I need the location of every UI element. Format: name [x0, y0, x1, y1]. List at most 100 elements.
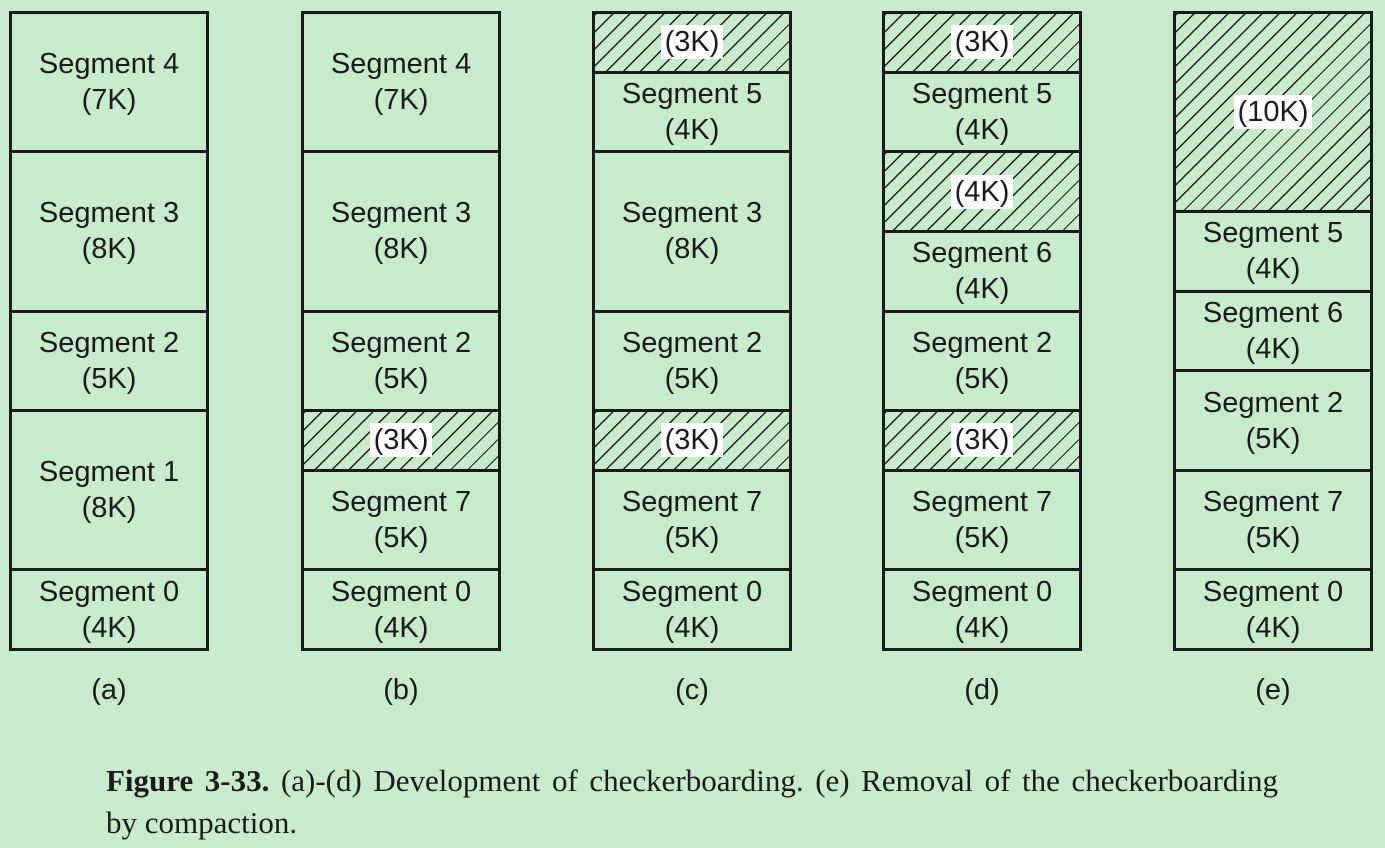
- segment-name: Segment 0: [1202, 575, 1344, 608]
- memory-column-a: Segment 4(7K)Segment 3(8K)Segment 2(5K)S…: [9, 11, 209, 651]
- segment-name: Segment 4: [330, 48, 472, 81]
- segment-block: Segment 5(4K): [885, 74, 1079, 154]
- hole-size-label: (3K): [950, 423, 1014, 458]
- segment-size: (7K): [373, 84, 429, 117]
- segment-block: Segment 3(8K): [12, 153, 206, 313]
- segment-size: (5K): [954, 522, 1010, 555]
- segment-name: Segment 0: [911, 575, 1053, 608]
- segment-size: (5K): [664, 362, 720, 395]
- segment-block: Segment 5(4K): [1176, 213, 1370, 293]
- segment-size: (8K): [81, 233, 137, 266]
- segment-name: Segment 2: [38, 326, 180, 359]
- segment-block: Segment 3(8K): [304, 153, 498, 313]
- segment-size: (4K): [1245, 333, 1301, 365]
- segment-name: Segment 6: [1202, 297, 1344, 329]
- segment-size: (4K): [954, 114, 1010, 147]
- segment-name: Segment 7: [330, 486, 472, 519]
- panel-label-a: (a): [91, 674, 127, 706]
- segment-size: (4K): [664, 114, 720, 147]
- segment-block: Segment 7(5K): [595, 472, 789, 572]
- memory-column-d: (3K)Segment 5(4K)(4K)Segment 6(4K)Segmen…: [882, 11, 1082, 651]
- segment-name: Segment 2: [1202, 386, 1344, 419]
- panel-label-d: (d): [964, 674, 1000, 706]
- segment-name: Segment 2: [911, 326, 1053, 359]
- segment-name: Segment 0: [621, 575, 763, 608]
- segment-name: Segment 5: [621, 78, 763, 111]
- hole-size-label: (3K): [369, 423, 433, 458]
- segment-block: Segment 5(4K): [595, 74, 789, 154]
- segment-block: Segment 3(8K): [595, 153, 789, 313]
- segment-name: Segment 7: [911, 486, 1053, 519]
- segment-size: (4K): [664, 611, 720, 644]
- segment-size: (8K): [81, 492, 137, 525]
- segment-block: Segment 2(5K): [304, 313, 498, 413]
- hole-size-label: (10K): [1233, 95, 1313, 130]
- free-hole: (3K): [885, 412, 1079, 472]
- segment-block: Segment 4(7K): [304, 14, 498, 154]
- hole-size-label: (3K): [660, 25, 724, 60]
- segment-size: (8K): [664, 233, 720, 266]
- memory-column-e: (10K)Segment 5(4K)Segment 6(4K)Segment 2…: [1173, 11, 1373, 651]
- segment-size: (5K): [1245, 422, 1301, 455]
- free-hole: (4K): [885, 153, 1079, 233]
- figure-number: Figure 3-33.: [106, 763, 270, 798]
- segment-block: Segment 7(5K): [304, 472, 498, 572]
- free-hole: (3K): [304, 412, 498, 472]
- segment-name: Segment 5: [911, 78, 1053, 111]
- segment-name: Segment 7: [621, 486, 763, 519]
- free-hole: (3K): [595, 14, 789, 74]
- segment-name: Segment 3: [38, 197, 180, 230]
- segment-block: Segment 2(5K): [885, 313, 1079, 413]
- segment-block: Segment 2(5K): [595, 313, 789, 413]
- segment-block: Segment 0(4K): [595, 571, 789, 651]
- segment-size: (5K): [373, 522, 429, 555]
- segment-block: Segment 6(4K): [885, 233, 1079, 313]
- segment-size: (4K): [1245, 253, 1301, 286]
- memory-column-b: Segment 4(7K)Segment 3(8K)Segment 2(5K)(…: [301, 11, 501, 651]
- segment-size: (5K): [664, 522, 720, 555]
- segment-name: Segment 1: [38, 456, 180, 489]
- segment-block: Segment 0(4K): [304, 571, 498, 651]
- segment-size: (5K): [373, 362, 429, 395]
- hole-size-label: (3K): [950, 25, 1014, 60]
- segment-size: (4K): [1245, 611, 1301, 644]
- hole-size-label: (4K): [950, 174, 1014, 209]
- segment-block: Segment 4(7K): [12, 14, 206, 154]
- segment-block: Segment 6 (4K): [1176, 293, 1370, 373]
- segment-name: Segment 4: [38, 48, 180, 81]
- panel-label-e: (e): [1255, 674, 1291, 706]
- segment-size: (4K): [373, 611, 429, 644]
- hole-size-label: (3K): [660, 423, 724, 458]
- segment-name: Segment 0: [330, 575, 472, 608]
- segment-name: Segment 7: [1202, 486, 1344, 519]
- figure-caption: Figure 3-33. (a)-(d) Development of chec…: [106, 760, 1278, 844]
- segment-size: (4K): [81, 611, 137, 644]
- segment-block: Segment 2(5K): [1176, 372, 1370, 472]
- segment-name: Segment 2: [330, 326, 472, 359]
- segment-size: (4K): [954, 273, 1010, 306]
- segment-size: (8K): [373, 233, 429, 266]
- segment-name: Segment 0: [38, 575, 180, 608]
- segment-block: Segment 0(4K): [1176, 571, 1370, 651]
- segment-block: Segment 2(5K): [12, 313, 206, 413]
- segment-size: (5K): [81, 362, 137, 395]
- segment-block: Segment 1(8K): [12, 412, 206, 572]
- segment-size: (7K): [81, 84, 137, 117]
- segment-size: (5K): [954, 362, 1010, 395]
- segment-name: Segment 5: [1202, 217, 1344, 250]
- segment-size: (5K): [1245, 522, 1301, 555]
- free-hole: (10K): [1176, 14, 1370, 214]
- panel-label-c: (c): [675, 674, 709, 706]
- segment-block: Segment 7(5K): [885, 472, 1079, 572]
- panel-label-b: (b): [383, 674, 419, 706]
- segment-block: Segment 0(4K): [885, 571, 1079, 651]
- memory-column-c: (3K)Segment 5(4K)Segment 3(8K)Segment 2(…: [592, 11, 792, 651]
- free-hole: (3K): [595, 412, 789, 472]
- segment-block: Segment 7(5K): [1176, 472, 1370, 572]
- free-hole: (3K): [885, 14, 1079, 74]
- segment-block: Segment 0(4K): [12, 571, 206, 651]
- segment-name: Segment 6: [911, 237, 1053, 270]
- segment-size: (4K): [954, 611, 1010, 644]
- segment-name: Segment 3: [330, 197, 472, 230]
- segment-name: Segment 3: [621, 197, 763, 230]
